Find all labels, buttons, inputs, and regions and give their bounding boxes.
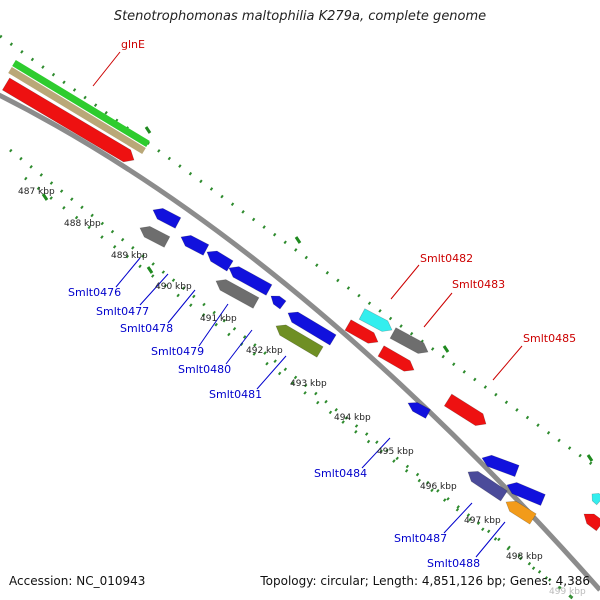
gene-smlt0478[interactable]: [180, 235, 210, 256]
gene-smlt0484[interactable]: [407, 402, 431, 419]
leader-line: [256, 355, 287, 390]
kbp-label: 498 kbp: [506, 552, 543, 562]
gene-smlt0477[interactable]: [139, 226, 171, 248]
map-title: Stenotrophomonas maltophilia K279a, comp…: [113, 9, 487, 24]
kbp-label: 497 kbp: [464, 516, 501, 526]
major-tick: [144, 126, 152, 134]
gene-label-smlt0487: Smlt0487: [394, 532, 447, 545]
kbp-label: 489 kbp: [111, 251, 148, 261]
gene-labels: glnESmlt0476Smlt0477Smlt0478Smlt0479Smlt…: [68, 38, 576, 570]
kbp-label: 495 kbp: [377, 447, 414, 457]
gene-glne[interactable]: [1, 77, 135, 163]
kbp-labels: 487 kbp 488 kbp 489 kbp 490 kbp 491 kbp 492 k…: [18, 187, 586, 597]
major-tick: [294, 236, 302, 244]
gene-label-smlt0481: Smlt0481: [209, 388, 262, 401]
gene-red-2[interactable]: [377, 345, 415, 372]
leader-line: [492, 345, 523, 381]
gc-skew-bar: [8, 67, 146, 154]
leader-line: [92, 51, 121, 87]
leader-line: [475, 521, 506, 558]
gene-cyan-edge[interactable]: [591, 493, 600, 506]
gene-smlt0482[interactable]: [358, 308, 393, 332]
kbp-label: 490 kbp: [155, 282, 192, 292]
gene-smlt0485[interactable]: [443, 393, 487, 426]
accession-text: Accession: NC_010943: [9, 574, 146, 588]
tick-track-2: [9, 148, 576, 600]
gene-smlt0487[interactable]: [467, 471, 508, 502]
kbp-label: 492 kbp: [246, 346, 283, 356]
leader-line: [167, 289, 196, 324]
gene-smlt0480[interactable]: [287, 311, 337, 346]
gene-label-glne: glnE: [121, 38, 145, 51]
gene-smlt0488[interactable]: [505, 500, 537, 525]
gene-label-smlt0484: Smlt0484: [314, 467, 367, 480]
gene-label-smlt0479: Smlt0479: [151, 345, 204, 358]
tick-track-1: [0, 34, 600, 472]
gene-label-smlt0480: Smlt0480: [178, 363, 231, 376]
major-tick: [41, 193, 49, 201]
kbp-label: 493 kbp: [290, 379, 327, 389]
major-tick: [146, 266, 154, 274]
tick-track-3: [24, 176, 576, 600]
kbp-label: 499 kbp: [549, 587, 586, 597]
gene-smlt0476[interactable]: [152, 208, 182, 229]
gene-label-smlt0483: Smlt0483: [452, 278, 505, 291]
tick-marks: [0, 34, 600, 600]
leader-line: [361, 437, 391, 469]
kbp-label: 496 kbp: [420, 482, 457, 492]
gene-blue-2[interactable]: [506, 482, 546, 506]
gene-smlt0483[interactable]: [389, 327, 429, 354]
gene-red-edge[interactable]: [583, 513, 600, 532]
gene-label-smlt0478: Smlt0478: [120, 322, 173, 335]
genome-backbone: [0, 92, 600, 592]
gene-label-smlt0477: Smlt0477: [96, 305, 149, 318]
leader-line: [443, 502, 473, 534]
kbp-label: 488 kbp: [64, 219, 101, 229]
label-leaders: [92, 51, 523, 558]
gc-content-bar: [12, 60, 150, 147]
gene-label-smlt0482: Smlt0482: [420, 252, 473, 265]
major-tick: [442, 345, 450, 353]
gene-label-smlt0485: Smlt0485: [523, 332, 576, 345]
kbp-label: 487 kbp: [18, 187, 55, 197]
gene-label-smlt0476: Smlt0476: [68, 286, 121, 299]
kbp-label: 491 kbp: [200, 314, 237, 324]
leader-line: [225, 329, 253, 365]
kbp-label: 494 kbp: [334, 413, 371, 423]
gene-smlt0478c[interactable]: [228, 266, 273, 296]
gene-smlt0480a[interactable]: [270, 295, 287, 310]
leader-line: [139, 273, 169, 306]
leader-line: [115, 257, 141, 288]
gene-smlt0479[interactable]: [215, 279, 260, 309]
gene-label-smlt0488: Smlt0488: [427, 557, 480, 570]
leader-line: [390, 264, 420, 300]
genome-summary-text: Topology: circular; Length: 4,851,126 bp…: [260, 574, 590, 588]
gene-smlt0478b[interactable]: [206, 250, 234, 272]
gene-red-1[interactable]: [344, 319, 379, 344]
track-bars: [8, 60, 150, 154]
leader-line: [423, 292, 453, 328]
leader-line: [198, 303, 229, 347]
gene-blue-1[interactable]: [481, 454, 520, 477]
gene-smlt0481[interactable]: [275, 324, 324, 358]
gene-features[interactable]: [1, 77, 600, 532]
major-tick: [586, 454, 594, 462]
